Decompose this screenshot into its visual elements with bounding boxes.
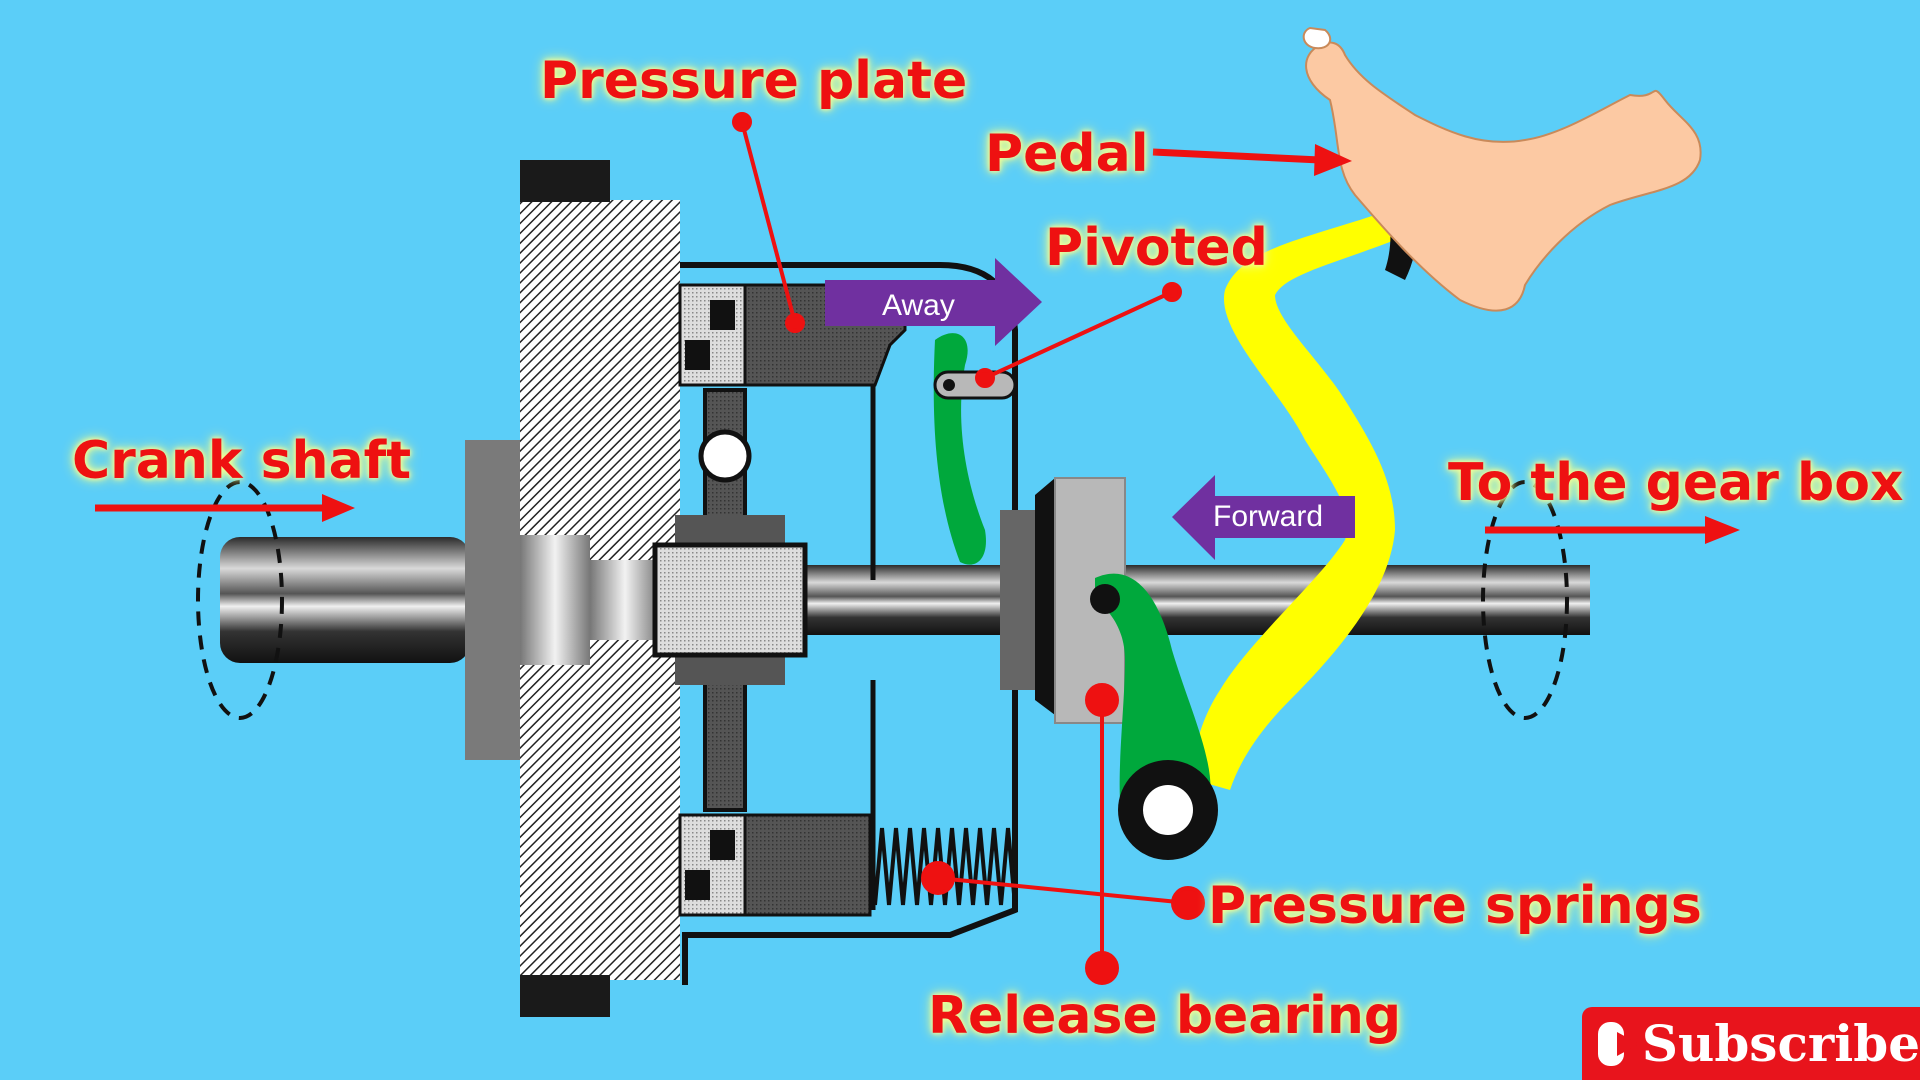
away-arrow bbox=[825, 258, 1042, 346]
forward-arrow-label: Forward bbox=[1213, 500, 1324, 533]
subscribe-button[interactable]: Subscribe bbox=[1582, 1007, 1920, 1080]
label-release-bearing: Release bearing bbox=[928, 986, 1402, 1046]
crank-direction-arrow bbox=[95, 494, 355, 522]
label-pressure-springs: Pressure springs bbox=[1208, 876, 1702, 936]
forward-arrow bbox=[1172, 475, 1355, 560]
output-shaft bbox=[790, 480, 1590, 720]
subscribe-label: Subscribe bbox=[1641, 1013, 1920, 1073]
crank-shaft bbox=[196, 480, 470, 720]
pivot-bracket bbox=[933, 370, 1017, 400]
clutch-plate bbox=[652, 385, 876, 910]
flywheel bbox=[465, 160, 680, 1017]
play-icon bbox=[1598, 1021, 1639, 1066]
gearbox-direction-arrow bbox=[1485, 516, 1740, 544]
pedal-pointer-arrow bbox=[1152, 144, 1352, 176]
label-gear-box: To the gear box bbox=[1448, 453, 1904, 513]
away-arrow-label: Away bbox=[882, 289, 955, 322]
label-pivoted: Pivoted bbox=[1045, 218, 1268, 278]
foot bbox=[1302, 26, 1702, 312]
label-pressure-plate: Pressure plate bbox=[540, 51, 968, 111]
pressure-spring bbox=[873, 827, 1017, 906]
leader-lines bbox=[732, 112, 1205, 985]
label-crank-shaft: Crank shaft bbox=[72, 431, 412, 491]
label-pedal: Pedal bbox=[985, 124, 1149, 184]
